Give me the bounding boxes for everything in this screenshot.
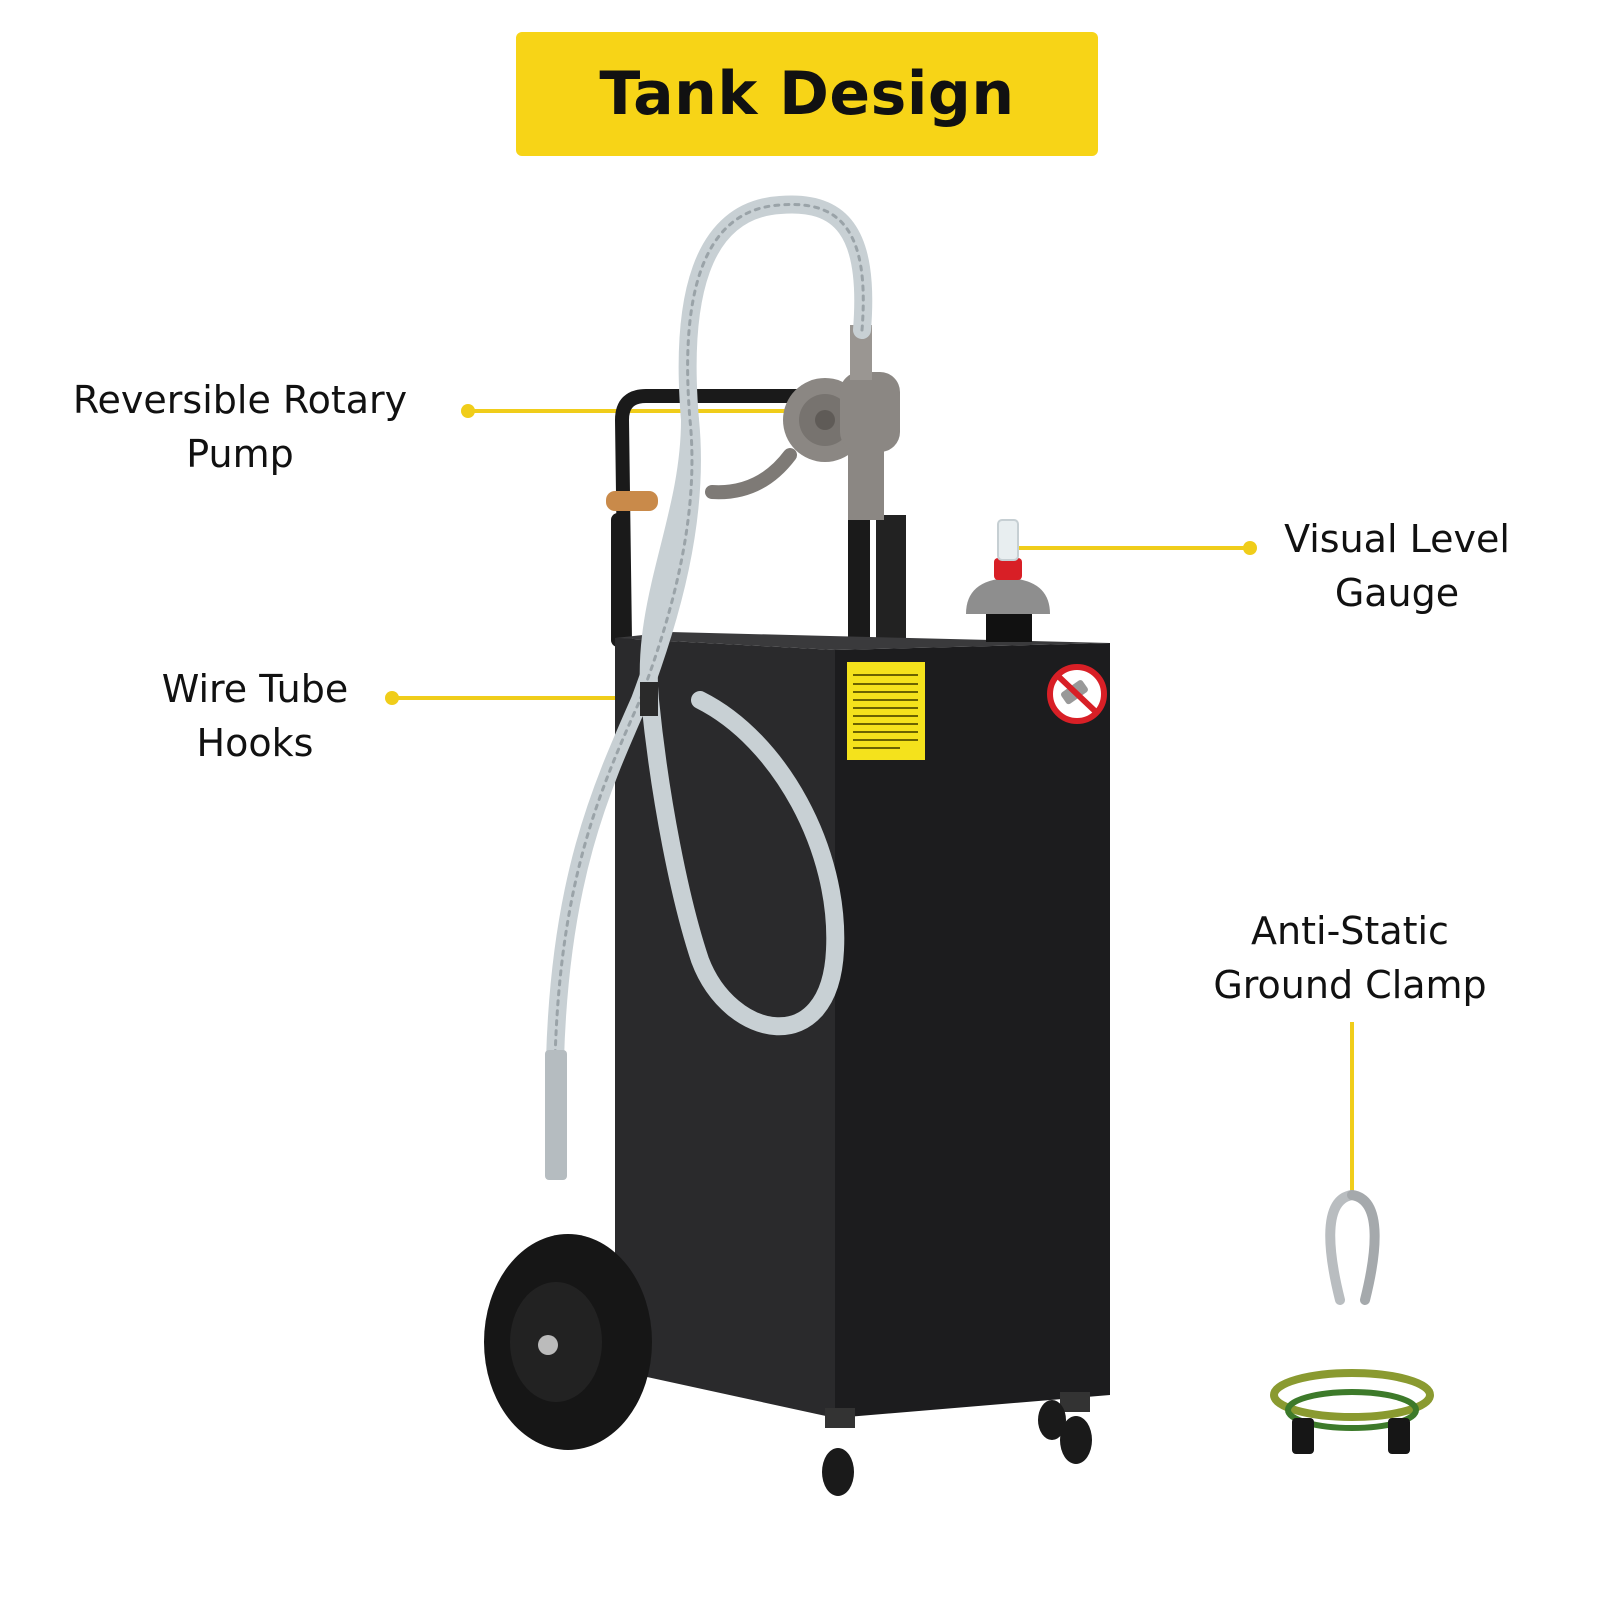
callout-gauge-line1: Visual Level [1284,517,1510,561]
warning-label-icon [847,662,925,760]
leader-dot-pump [461,404,475,418]
level-gauge [966,519,1050,642]
rear-wheel [484,1234,652,1450]
cart-handle [611,389,807,647]
rotary-pump [705,325,900,520]
title-banner: Tank Design [516,32,1098,156]
callout-rotary-pump: Reversible Rotary Pump [40,373,440,481]
callout-hooks-line2: Hooks [196,721,314,765]
callout-clamp-line2: Ground Clamp [1213,963,1487,1007]
leader-dot-hooks [385,691,399,705]
leader-lines [385,404,1354,1195]
pump-standpipe [876,515,906,645]
callout-hooks-line1: Wire Tube [161,667,349,711]
hose-nozzle [545,1050,567,1180]
leader-dot-gauge [1243,541,1257,555]
callout-ground-clamp: Anti-Static Ground Clamp [1180,904,1520,1012]
ground-clamp-icon [1270,1190,1434,1454]
tube-hook [640,682,658,716]
no-smoking-sign-icon [1047,664,1107,724]
callout-pump-line2: Pump [186,432,294,476]
banner-title: Tank Design [599,59,1015,129]
wooden-grip [606,491,658,511]
callout-pump-line1: Reversible Rotary [72,378,408,422]
callout-clamp-line1: Anti-Static [1251,909,1449,953]
callout-tube-hooks: Wire Tube Hooks [120,662,390,770]
caster-wheels [822,1392,1092,1496]
callout-gauge-line2: Gauge [1334,571,1460,615]
callout-level-gauge: Visual Level Gauge [1262,512,1532,620]
tank-body [615,632,1110,1418]
transfer-hose [546,195,873,1069]
